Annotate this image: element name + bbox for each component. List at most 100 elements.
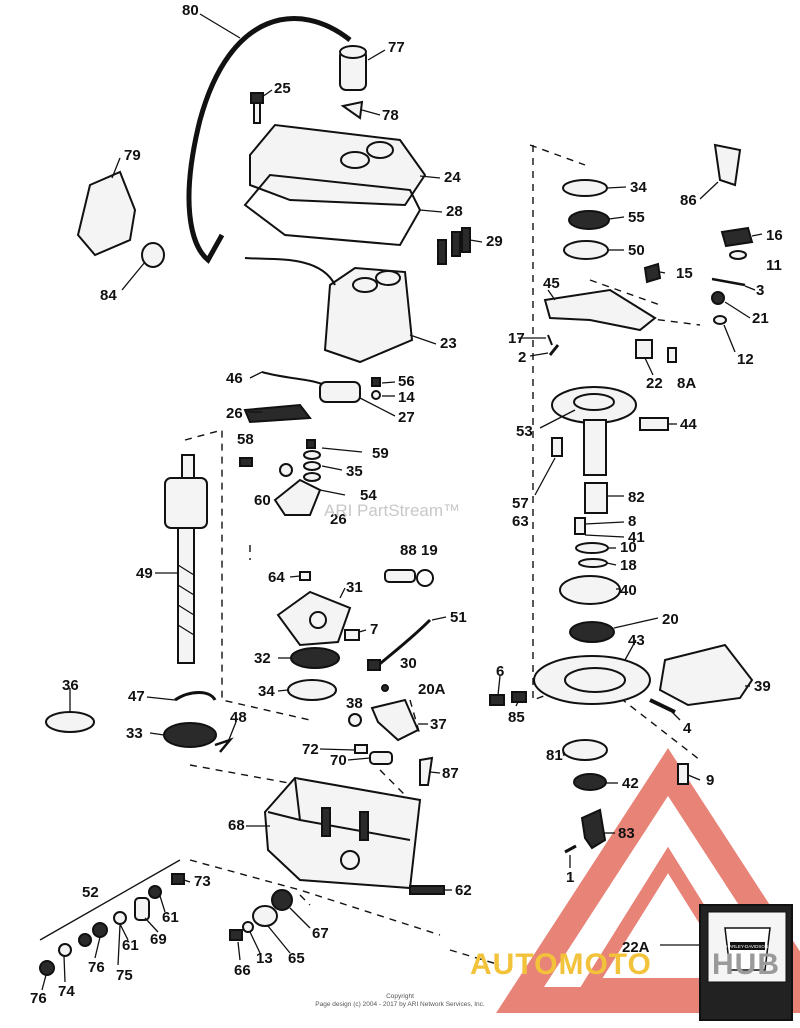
callout-74[interactable]: 74 xyxy=(58,983,75,1000)
callout-12[interactable]: 12 xyxy=(737,351,754,368)
callout-32[interactable]: 32 xyxy=(254,650,271,667)
callout-15[interactable]: 15 xyxy=(676,265,693,282)
callout-88[interactable]: 88 xyxy=(400,542,417,559)
callout-52[interactable]: 52 xyxy=(82,884,99,901)
callout-85[interactable]: 85 xyxy=(508,709,525,726)
callout-60[interactable]: 60 xyxy=(254,492,271,509)
callout-22a[interactable]: 22A xyxy=(622,939,650,956)
callout-81[interactable]: 81 xyxy=(546,747,563,764)
callout-17[interactable]: 17 xyxy=(508,330,525,347)
callout-47[interactable]: 47 xyxy=(128,688,145,705)
callout-8a[interactable]: 8A xyxy=(677,375,696,392)
callout-4[interactable]: 4 xyxy=(683,720,692,737)
callout-65[interactable]: 65 xyxy=(288,950,305,967)
callout-44[interactable]: 44 xyxy=(680,416,697,433)
callout-28[interactable]: 28 xyxy=(446,203,463,220)
callout-24[interactable]: 24 xyxy=(444,169,461,186)
callout-58[interactable]: 58 xyxy=(237,431,254,448)
callout-6[interactable]: 6 xyxy=(496,663,504,680)
callout-30[interactable]: 30 xyxy=(400,655,417,672)
part-70 xyxy=(369,751,393,765)
callout-37[interactable]: 37 xyxy=(430,716,447,733)
callout-80[interactable]: 80 xyxy=(182,2,199,19)
callout-56[interactable]: 56 xyxy=(398,373,415,390)
callout-63[interactable]: 63 xyxy=(512,513,529,530)
callout-8[interactable]: 8 xyxy=(628,513,636,530)
callout-34-bottom[interactable]: 34 xyxy=(258,683,275,700)
callout-26-upper[interactable]: 26 xyxy=(226,405,243,422)
bearing-33 xyxy=(163,722,217,748)
callout-79[interactable]: 79 xyxy=(124,147,141,164)
callout-36[interactable]: 36 xyxy=(62,677,79,694)
callout-9[interactable]: 9 xyxy=(706,772,714,789)
callout-40[interactable]: 40 xyxy=(620,582,637,599)
callout-20a[interactable]: 20A xyxy=(418,681,446,698)
callout-39[interactable]: 39 xyxy=(754,678,771,695)
callout-46[interactable]: 46 xyxy=(226,370,243,387)
callout-62[interactable]: 62 xyxy=(455,882,472,899)
callout-76-left[interactable]: 76 xyxy=(30,990,47,1007)
callout-38[interactable]: 38 xyxy=(346,695,363,712)
callout-21[interactable]: 21 xyxy=(752,310,769,327)
callout-87[interactable]: 87 xyxy=(442,765,459,782)
callout-26-lower[interactable]: 26 xyxy=(330,511,347,528)
callout-84[interactable]: 84 xyxy=(100,287,117,304)
callout-76-right[interactable]: 76 xyxy=(88,959,105,976)
callout-33[interactable]: 33 xyxy=(126,725,143,742)
callout-72[interactable]: 72 xyxy=(302,741,319,758)
callout-34-top[interactable]: 34 xyxy=(630,179,647,196)
callout-49[interactable]: 49 xyxy=(136,565,153,582)
callout-22[interactable]: 22 xyxy=(646,375,663,392)
screw-64 xyxy=(299,571,311,581)
callout-13[interactable]: 13 xyxy=(256,950,273,967)
callout-23[interactable]: 23 xyxy=(440,335,457,352)
callout-50[interactable]: 50 xyxy=(628,242,645,259)
callout-3[interactable]: 3 xyxy=(756,282,764,299)
callout-78[interactable]: 78 xyxy=(382,107,399,124)
callout-29[interactable]: 29 xyxy=(486,233,503,250)
callout-73[interactable]: 73 xyxy=(194,873,211,890)
callout-70[interactable]: 70 xyxy=(330,752,347,769)
callout-35[interactable]: 35 xyxy=(346,463,363,480)
callout-1[interactable]: 1 xyxy=(566,869,574,886)
callout-59[interactable]: 59 xyxy=(372,445,389,462)
callout-10[interactable]: 10 xyxy=(620,539,637,556)
callout-7[interactable]: 7 xyxy=(370,621,378,638)
callout-43[interactable]: 43 xyxy=(628,632,645,649)
callout-31[interactable]: 31 xyxy=(346,579,363,596)
screw-85 xyxy=(511,691,527,703)
callout-77[interactable]: 77 xyxy=(388,39,405,56)
seal-55 xyxy=(568,210,610,230)
callout-67[interactable]: 67 xyxy=(312,925,329,942)
callout-82[interactable]: 82 xyxy=(628,489,645,506)
callout-48[interactable]: 48 xyxy=(230,709,247,726)
callout-16[interactable]: 16 xyxy=(766,227,783,244)
callout-64[interactable]: 64 xyxy=(268,569,285,586)
callout-57[interactable]: 57 xyxy=(512,495,529,512)
callout-45[interactable]: 45 xyxy=(543,275,560,292)
gasket-81 xyxy=(562,739,608,761)
callout-20[interactable]: 20 xyxy=(662,611,679,628)
callout-69[interactable]: 69 xyxy=(150,931,167,948)
callout-83[interactable]: 83 xyxy=(618,825,635,842)
callout-42[interactable]: 42 xyxy=(622,775,639,792)
callout-54[interactable]: 54 xyxy=(360,487,377,504)
callout-61-left[interactable]: 61 xyxy=(122,937,139,954)
callout-75[interactable]: 75 xyxy=(116,967,133,984)
callout-66[interactable]: 66 xyxy=(234,962,251,979)
callout-86[interactable]: 86 xyxy=(680,192,697,209)
callout-68[interactable]: 68 xyxy=(228,817,245,834)
callout-19[interactable]: 19 xyxy=(421,542,438,559)
callout-27[interactable]: 27 xyxy=(398,409,415,426)
callout-55[interactable]: 55 xyxy=(628,209,645,226)
callout-53[interactable]: 53 xyxy=(516,423,533,440)
callout-41[interactable]: 41 xyxy=(628,529,645,546)
callout-11[interactable]: 11 xyxy=(766,257,782,274)
callout-2[interactable]: 2 xyxy=(518,349,526,366)
callout-14[interactable]: 14 xyxy=(398,389,415,406)
callout-61-right[interactable]: 61 xyxy=(162,909,179,926)
callout-51[interactable]: 51 xyxy=(450,609,467,626)
breaker-base-53 xyxy=(551,386,637,476)
callout-25[interactable]: 25 xyxy=(274,80,291,97)
callout-18[interactable]: 18 xyxy=(620,557,637,574)
